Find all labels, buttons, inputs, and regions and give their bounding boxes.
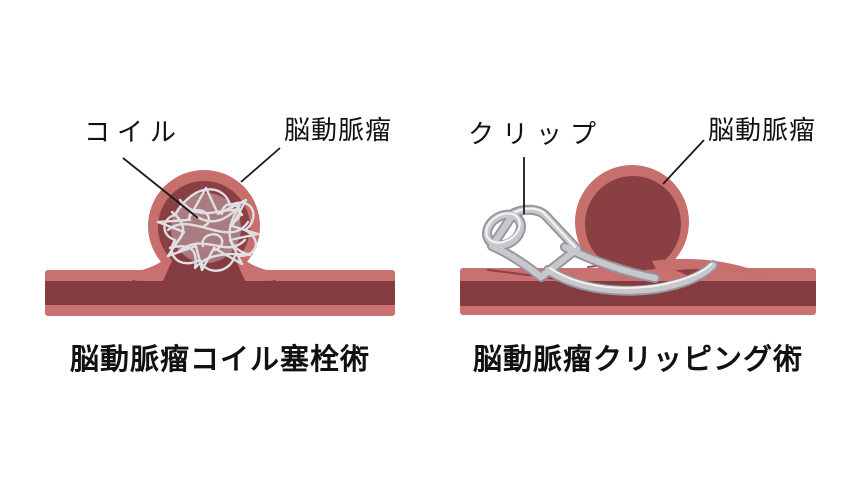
clip-panel-drawing [460, 139, 816, 315]
clip [482, 204, 718, 296]
aneurysm-label-left: 脳動脈瘤 [284, 115, 393, 145]
coil-leader-line [122, 157, 199, 219]
clip-panel-caption: 脳動脈瘤クリッピング術 [472, 344, 803, 376]
coil-panel-caption: 脳動脈瘤コイル塞栓術 [69, 344, 370, 376]
aneurysm-left-leader-line [240, 147, 281, 183]
aneurysm-right-leader-line [662, 139, 705, 185]
aneurysm-label-right: 脳動脈瘤 [708, 115, 817, 145]
coil-panel-drawing [45, 147, 395, 316]
aneurysm-right [575, 165, 762, 280]
coil-label: コイル [84, 117, 184, 147]
clip-label: クリップ [468, 119, 605, 149]
